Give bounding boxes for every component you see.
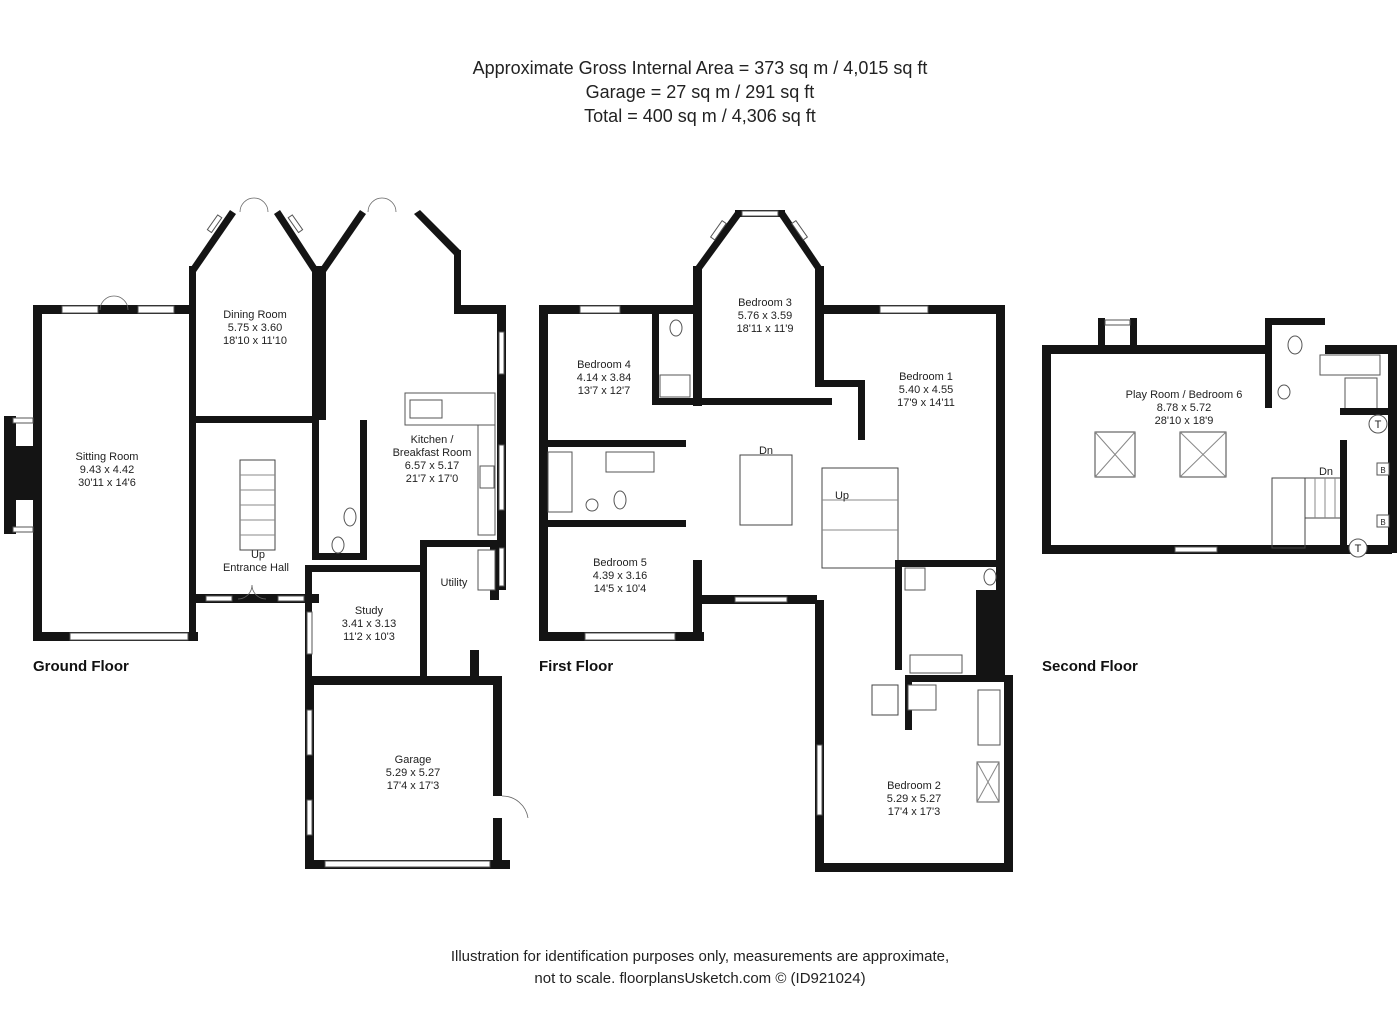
gross-area-line: Approximate Gross Internal Area = 373 sq…: [472, 58, 928, 78]
bedroom3-name: Bedroom 3: [738, 297, 792, 309]
bedroom5-name: Bedroom 5: [593, 557, 647, 569]
tank-label-2: T: [1355, 543, 1362, 555]
bedroom2-imperial: 17'4 x 17'3: [888, 806, 941, 818]
disclaimer-line-2: not to scale. floorplansUsketch.com © (I…: [534, 970, 866, 987]
first-stair-up: Up: [835, 490, 849, 502]
playroom-imperial: 28'10 x 18'9: [1155, 415, 1214, 427]
kitchen-name-2: Breakfast Room: [393, 447, 472, 459]
sitting-room-imperial: 30'11 x 14'6: [78, 477, 136, 489]
tank-label-1: T: [1375, 419, 1382, 431]
dining-room-imperial: 18'10 x 11'10: [223, 335, 287, 347]
garage-name: Garage: [395, 754, 432, 766]
bedroom1-name: Bedroom 1: [899, 371, 953, 383]
total-area-line: Total = 400 sq m / 4,306 sq ft: [584, 106, 816, 126]
second-floor-label: Second Floor: [1042, 658, 1138, 675]
playroom-name: Play Room / Bedroom 6: [1126, 389, 1243, 401]
bedroom2-metric: 5.29 x 5.27: [887, 793, 941, 805]
kitchen-name-1: Kitchen /: [411, 434, 455, 446]
first-stair: [821, 467, 899, 569]
sitting-wall-north: [33, 305, 193, 314]
boiler-label-1: B: [1380, 466, 1385, 475]
bedroom3-imperial: 18'11 x 11'9: [736, 323, 793, 335]
study-metric: 3.41 x 3.13: [342, 618, 396, 630]
ground-floor-plan: [4, 197, 529, 869]
second-stair-dn: Dn: [1319, 466, 1333, 478]
second-floor-plan: [1042, 318, 1397, 558]
utility-name: Utility: [441, 577, 468, 589]
hall-stair-up: Up: [251, 549, 265, 561]
bedroom5-imperial: 14'5 x 10'4: [594, 583, 647, 595]
entrance-hall-name: Entrance Hall: [223, 562, 289, 574]
garage-metric: 5.29 x 5.27: [386, 767, 440, 779]
garage-area-line: Garage = 27 sq m / 291 sq ft: [585, 82, 815, 102]
kitchen-sink-icon: [479, 465, 495, 489]
ground-floor-label: Ground Floor: [33, 658, 129, 675]
study-name: Study: [355, 605, 384, 617]
sitting-room-metric: 9.43 x 4.42: [80, 464, 134, 476]
disclaimer-line-1: Illustration for identification purposes…: [450, 948, 950, 965]
kitchen-metric: 6.57 x 5.17: [405, 460, 459, 472]
bedroom1-metric: 5.40 x 4.55: [899, 384, 953, 396]
playroom-metric: 8.78 x 5.72: [1157, 402, 1211, 414]
chimney-breast: [4, 416, 16, 534]
bedroom5-metric: 4.39 x 3.16: [593, 570, 647, 582]
sitting-wall-west: [33, 305, 42, 641]
bedroom4-imperial: 13'7 x 12'7: [578, 385, 631, 397]
bedroom2-name: Bedroom 2: [887, 780, 941, 792]
first-stair-dn: Dn: [759, 445, 773, 457]
garage-imperial: 17'4 x 17'3: [387, 780, 440, 792]
kitchen-imperial: 21'7 x 17'0: [406, 473, 459, 485]
hob-icon: [409, 399, 443, 419]
first-floor-plan: [539, 210, 1013, 872]
dining-room-name: Dining Room: [223, 309, 287, 321]
boiler-label-2: B: [1380, 518, 1385, 527]
fireplace: [16, 446, 34, 500]
dining-room-metric: 5.75 x 3.60: [228, 322, 282, 334]
study-imperial: 11'2 x 10'3: [343, 631, 395, 643]
first-floor-label: First Floor: [539, 658, 614, 675]
bedroom3-metric: 5.76 x 3.59: [738, 310, 792, 322]
sitting-room-name: Sitting Room: [76, 451, 139, 463]
landing-stairwell: [739, 454, 793, 526]
bedroom1-imperial: 17'9 x 14'11: [897, 397, 955, 409]
bedroom4-metric: 4.14 x 3.84: [577, 372, 631, 384]
bedroom4-name: Bedroom 4: [577, 359, 631, 371]
